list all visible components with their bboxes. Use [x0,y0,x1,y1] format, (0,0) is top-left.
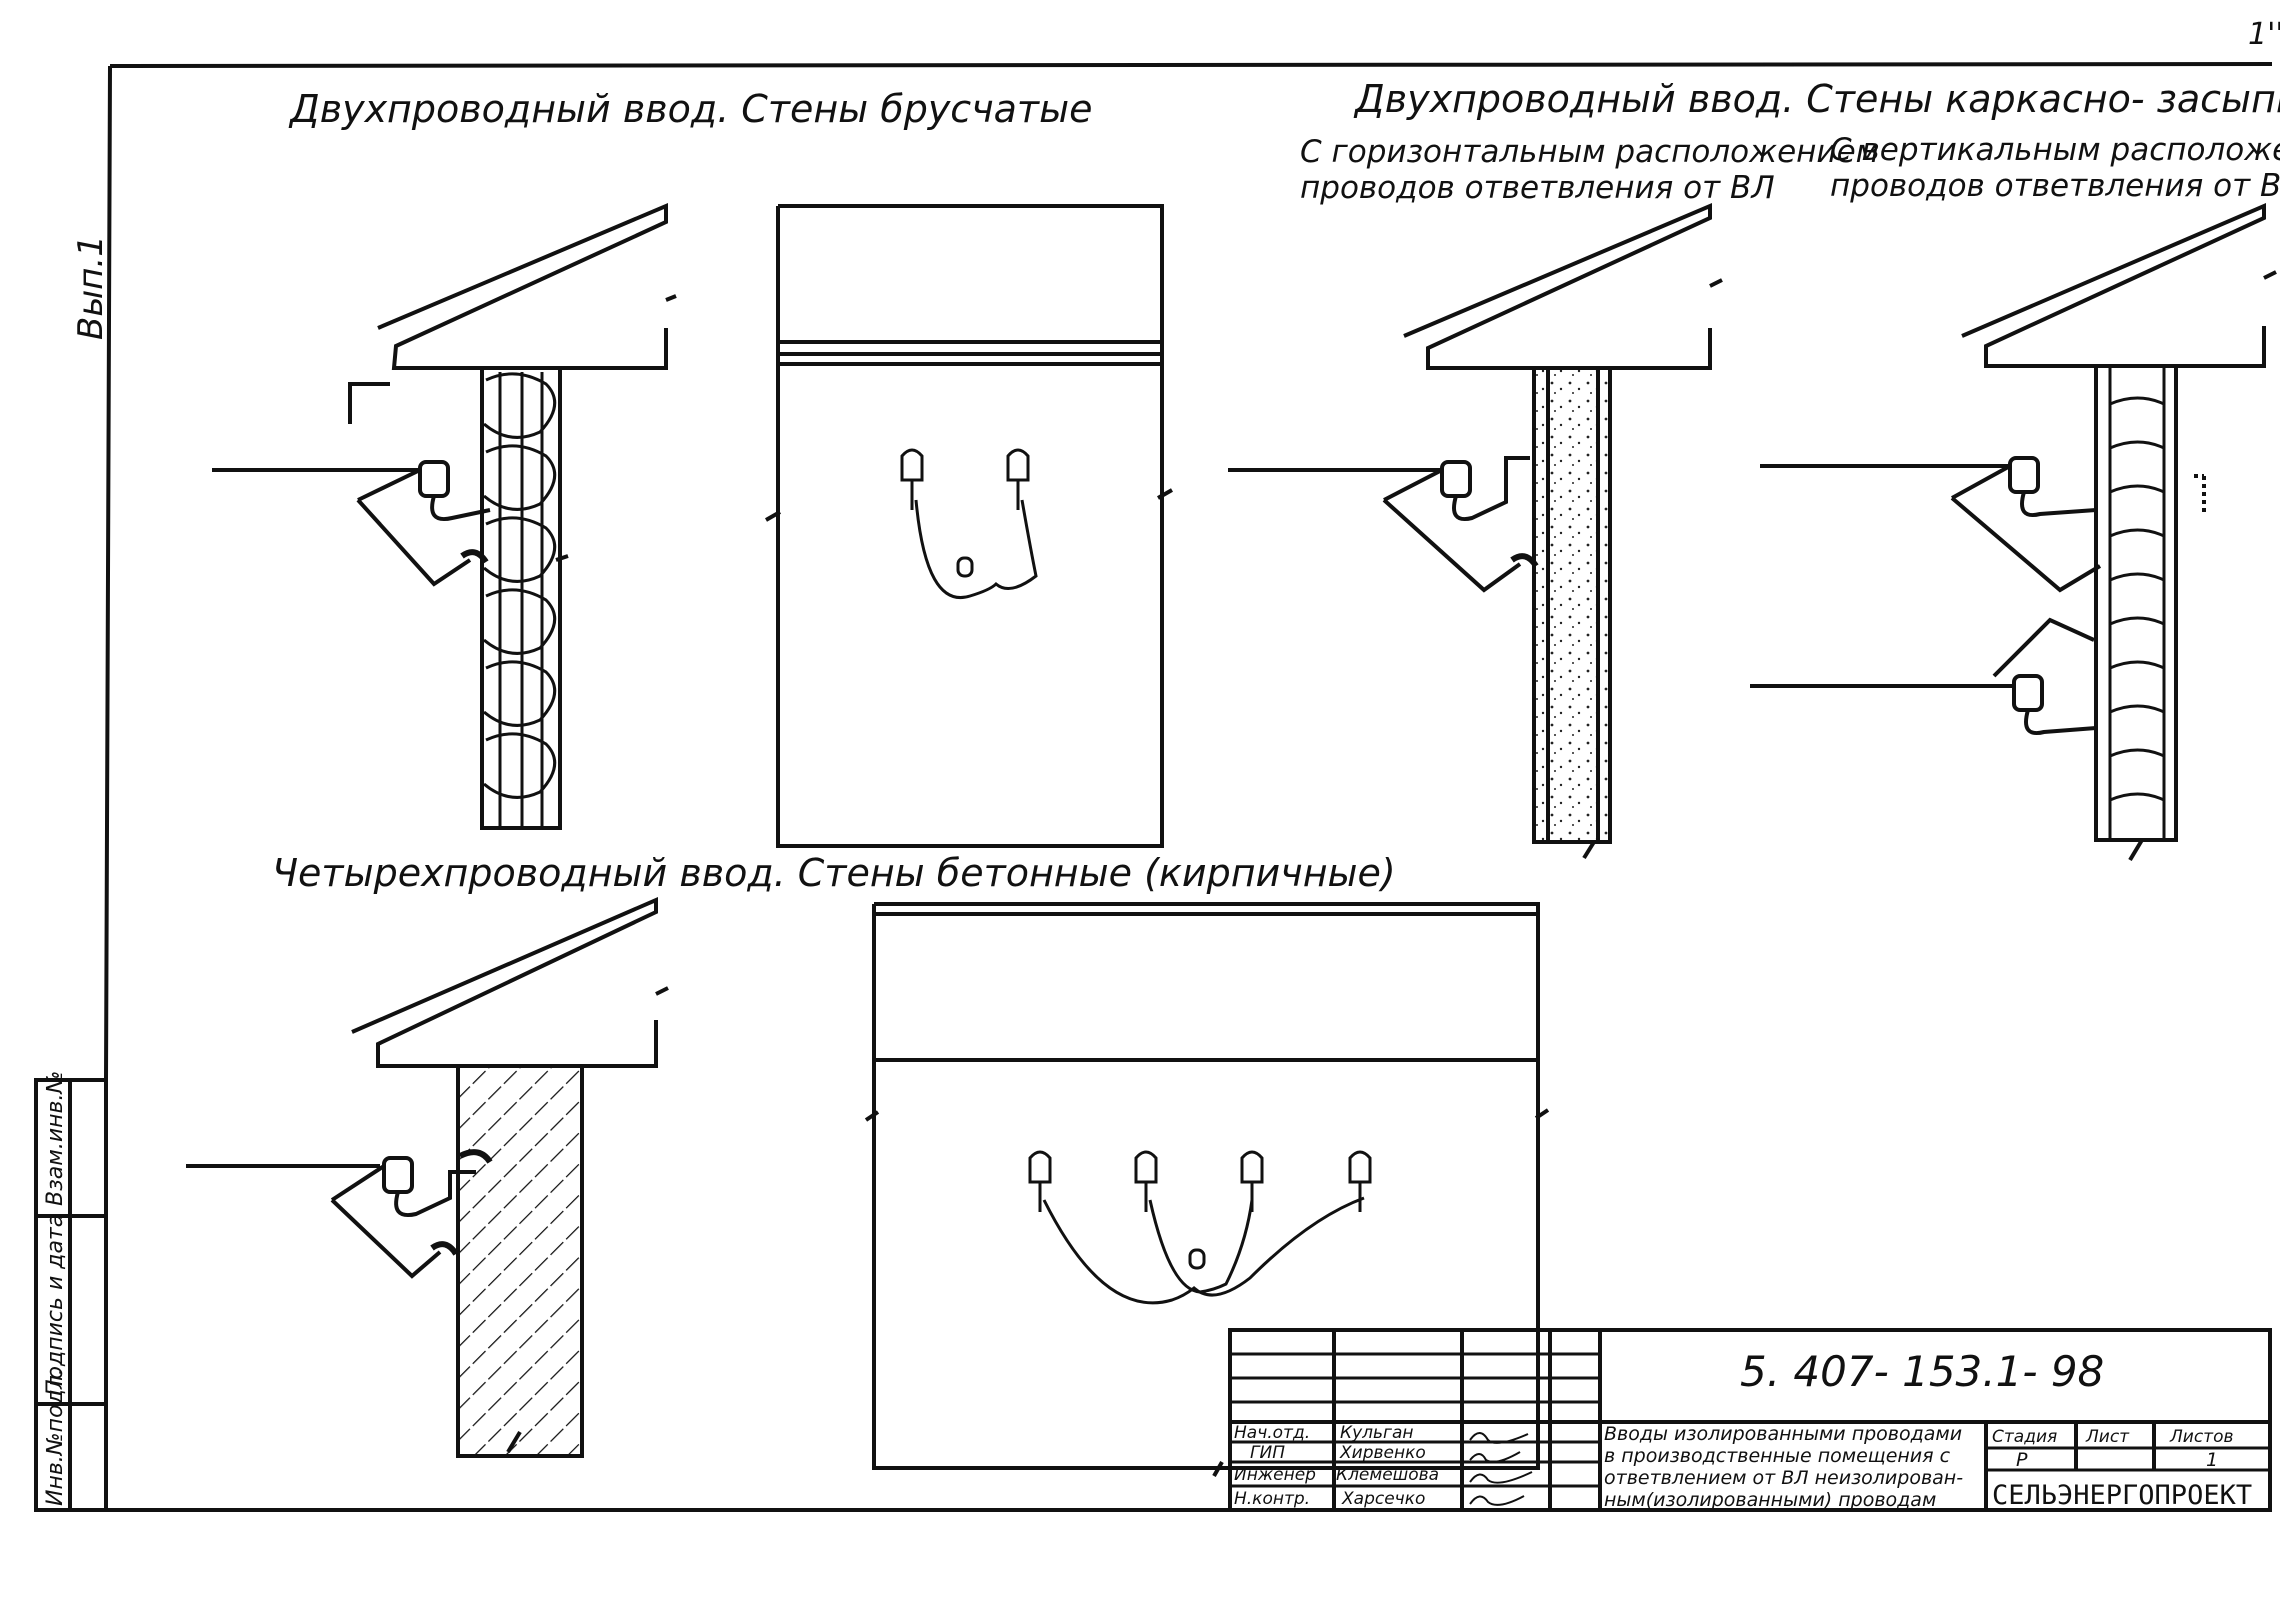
title-block [1228,1328,2272,1512]
timber-wall-section [212,202,677,830]
stage-label: Стадия [1992,1427,2057,1447]
inventory-signature-label: Подпись и дата [43,1214,68,1396]
concrete-wall-section [186,896,669,1458]
timber-wall-front [765,204,1173,848]
sheet-label: Лист [2085,1427,2130,1447]
name-3: Харсечко [1341,1489,1425,1509]
drawing-title-line-3: ответвлением от ВЛ неизолирован- [1604,1467,1963,1489]
issue-note: Вып.1 [71,235,111,340]
sheets-value: 1 [2206,1449,2218,1471]
heading-two-wire-timber: Двухпроводный ввод. Стены брусчатые [288,87,1092,131]
caption-vertical-1: С вертикальным расположением [1830,132,2280,168]
caption-horizontal-2: проводов ответвления от ВЛ [1300,170,1775,206]
drawing-title-line-4: ным(изолированными) проводам [1604,1489,1936,1511]
stage-value: Р [2016,1449,2028,1471]
signature-marks [1469,1432,1533,1506]
heading-four-wire-concrete: Четырехпроводный ввод. Стены бетонные (к… [272,851,1396,895]
role-1: ГИП [1250,1443,1285,1463]
caption-horizontal-1: С горизонтальным расположением [1300,134,1879,170]
sheet-frame [60,62,2273,1512]
name-0: Кульган [1340,1423,1413,1443]
frame-wall-horizontal [1228,202,1723,860]
name-1: Хирвенко [1339,1443,1426,1463]
inventory-replaces-label: Взам.инв.№ [43,1071,68,1206]
role-2: Инженер [1234,1465,1316,1485]
sheets-label: Листов [2169,1427,2234,1447]
drawing-title-line-1: Вводы изолированными проводами [1604,1423,1962,1445]
caption-vertical-2: проводов ответвления от ВЛ [1830,168,2280,204]
concrete-wall-front [864,902,1550,1477]
role-0: Нач.отд. [1234,1423,1310,1443]
inventory-strip [34,1078,108,1512]
role-3: Н.контр. [1234,1489,1310,1509]
organization-name: СЕЛЬЭНЕРГОПРОЕКТ [1992,1480,2252,1511]
frame-wall-vertical [1750,202,2277,862]
name-2: Клемешова [1336,1465,1439,1485]
inventory-original-label: Инв.№подл. [43,1368,68,1506]
corner-mark: 1'' [2248,17,2280,52]
heading-two-wire-frame: Двухпроводный ввод. Стены каркасно- засы… [1353,77,2280,121]
document-number: 5. 407- 153.1- 98 [1740,1347,2104,1396]
drawing-title-line-2: в производственные помещения с [1604,1445,1951,1467]
